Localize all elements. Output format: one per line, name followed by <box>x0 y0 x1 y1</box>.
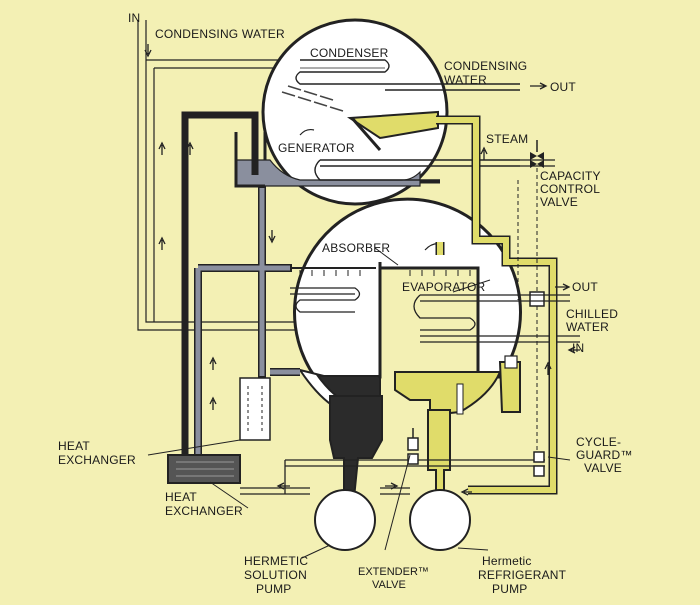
generator-box <box>234 132 265 188</box>
heat-exchanger-lower <box>167 454 241 484</box>
solution-pump <box>314 489 376 551</box>
steam-line <box>520 159 555 167</box>
evaporator-refrigerant-pool <box>394 371 502 417</box>
chilled-water-lines <box>530 294 580 343</box>
extender-valve <box>407 428 419 465</box>
generator-steam-coil <box>314 159 520 181</box>
flow-arrows <box>144 44 580 496</box>
capacity-control-valve-body <box>529 140 545 307</box>
label-condenser: CONDENSER <box>310 46 389 60</box>
label-chilled-2: WATER <box>566 320 609 334</box>
label-capacity-3: VALVE <box>540 195 578 209</box>
condenser-trough <box>347 110 439 140</box>
leader-lines <box>147 247 571 559</box>
condensing-water-pipe <box>137 20 335 331</box>
evaporator-drop-pipe <box>498 361 521 413</box>
label-steam: STEAM <box>486 132 528 146</box>
refrigerant-pump-column <box>427 409 451 499</box>
label-cycleguard-3: VALVE <box>584 461 622 475</box>
label-solution-pump-2: SOLUTION <box>244 568 307 582</box>
condenser-coil <box>295 59 520 91</box>
label-in-top: IN <box>128 11 140 25</box>
label-refrigerant-pump-3: PUMP <box>492 582 527 596</box>
label-solution-pump-3: PUMP <box>256 582 291 596</box>
label-refrigerant-pump-2: REFRIGERANT <box>478 568 567 582</box>
label-condensing-water-out-1: CONDENSING <box>444 59 527 73</box>
label-capacity-2: CONTROL <box>540 182 600 196</box>
label-out-chilled: OUT <box>572 280 598 294</box>
label-evaporator: EVAPORATOR <box>402 280 485 294</box>
labels: IN CONDENSING WATER CONDENSER CONDENSING… <box>58 11 633 596</box>
label-heat-exchanger-a-1: HEAT <box>58 439 90 453</box>
label-refrigerant-pump-1: Hermetic <box>482 554 532 568</box>
label-heat-exchanger-b-2: EXCHANGER <box>165 504 243 518</box>
label-extender-2: VALVE <box>372 579 406 591</box>
label-solution-pump-1: HERMETIC <box>244 554 308 568</box>
solution-pump-column <box>329 395 383 499</box>
label-in-chilled: IN <box>572 341 584 355</box>
label-generator: GENERATOR <box>278 141 355 155</box>
baffle <box>350 117 382 151</box>
label-heat-exchanger-a-2: EXCHANGER <box>58 453 136 467</box>
sensor-lines <box>517 180 538 452</box>
extender-bulb <box>456 383 464 415</box>
label-condensing-water: CONDENSING WATER <box>155 27 285 41</box>
refrigerant-pump <box>409 489 471 551</box>
cycleguard-valve <box>533 451 545 477</box>
label-chilled-1: CHILLED <box>566 307 618 321</box>
overflow-valve <box>504 355 518 369</box>
label-extender-1: EXTENDER™ <box>358 566 429 578</box>
label-heat-exchanger-b-1: HEAT <box>165 490 197 504</box>
label-condensing-water-out-2: WATER <box>444 73 487 87</box>
label-cycleguard-1: CYCLE- <box>576 435 621 449</box>
label-out-top: OUT <box>550 80 576 94</box>
condenser-vapor-dashes <box>281 85 344 112</box>
generator-spray-icon <box>299 128 315 136</box>
absorber-spray-ticks <box>299 270 471 276</box>
label-capacity-1: CAPACITY <box>540 169 601 183</box>
label-cycleguard-2: GUARD™ <box>576 448 633 462</box>
label-absorber: ABSORBER <box>322 241 390 255</box>
heat-exchanger-upper <box>239 377 271 441</box>
absorber-coil <box>290 287 361 313</box>
